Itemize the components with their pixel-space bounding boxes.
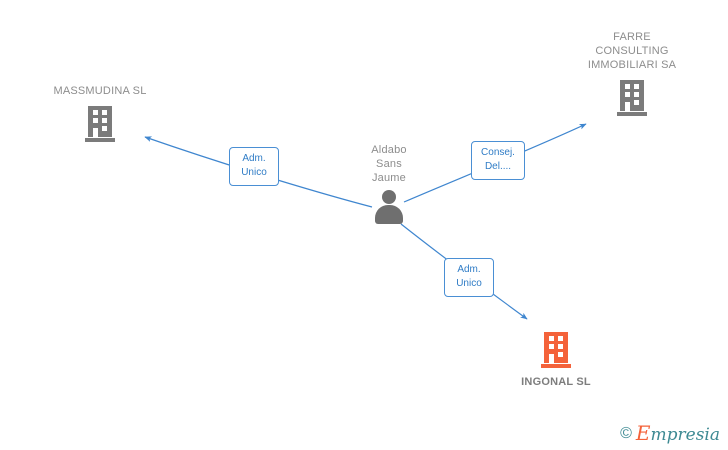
person-node-aldabo-sans-jaume[interactable]: Aldabo Sans Jaume <box>329 143 449 224</box>
person-label: Aldabo Sans Jaume <box>371 144 407 184</box>
company-node-farre[interactable]: FARRE CONSULTING IMMOBILIARI SA <box>562 30 702 116</box>
company-label-massmudina: MASSMUDINA SL <box>53 85 147 97</box>
edge-label-adm-unico-massmudina[interactable]: Adm. Unico <box>229 147 279 186</box>
company-node-massmudina[interactable]: MASSMUDINA SL <box>40 84 160 142</box>
building-icon <box>617 80 647 116</box>
company-label-farre: FARRE CONSULTING IMMOBILIARI SA <box>587 31 677 71</box>
empresia-watermark: © Empresia <box>620 421 721 445</box>
copyright-icon: © <box>620 425 632 442</box>
building-icon <box>85 106 115 142</box>
company-node-ingonal[interactable]: INGONAL SL <box>496 332 616 389</box>
company-label-ingonal: INGONAL SL <box>521 376 591 388</box>
building-icon <box>541 332 571 368</box>
edge-label-adm-unico-ingonal[interactable]: Adm. Unico <box>444 258 494 297</box>
brand-name: Empresia <box>635 421 721 445</box>
brand-rest: mpresia <box>650 425 721 445</box>
edge-label-consej-del-farre[interactable]: Consej. Del.... <box>471 141 525 180</box>
person-icon <box>373 190 405 224</box>
brand-initial: E <box>635 421 651 445</box>
